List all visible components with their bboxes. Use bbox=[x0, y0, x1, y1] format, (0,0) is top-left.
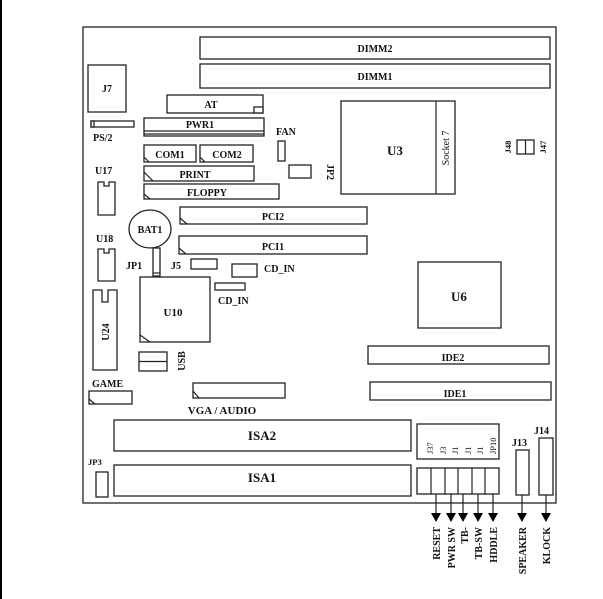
bat1-battery: BAT1 bbox=[128, 209, 172, 249]
isa1-slot: ISA1 bbox=[113, 464, 412, 497]
pci1-label: PCI1 bbox=[262, 242, 284, 253]
cd-in-connector-2 bbox=[214, 282, 246, 291]
com1-connector: COM1 bbox=[143, 144, 197, 163]
vga-audio-connector bbox=[192, 382, 286, 399]
j5-label: J5 bbox=[171, 261, 181, 272]
j14-label: J14 bbox=[534, 426, 549, 437]
at-power-connector: AT bbox=[166, 94, 264, 114]
print-label: PRINT bbox=[179, 170, 210, 181]
signal-tb: TB- bbox=[460, 527, 471, 544]
fan-connector bbox=[277, 140, 286, 162]
com1-label: COM1 bbox=[155, 150, 184, 161]
j14-keylock-header bbox=[538, 437, 554, 496]
arrow-hddle bbox=[488, 513, 498, 522]
front-panel-header-labels: J37 J3 J1 J1 J1 JP10 bbox=[416, 423, 500, 460]
at-label: AT bbox=[204, 100, 217, 111]
pci1-slot: PCI1 bbox=[178, 235, 368, 255]
j13-speaker-header bbox=[515, 449, 530, 496]
pwr1-connector: PWR1 bbox=[143, 117, 265, 137]
u6-label: U6 bbox=[451, 289, 467, 304]
u18-chip bbox=[97, 248, 116, 282]
header-label-j1b: J1 bbox=[463, 446, 473, 454]
isa2-slot: ISA2 bbox=[113, 419, 412, 452]
signal-reset: RESET bbox=[432, 527, 443, 560]
socket7-label: Socket 7 bbox=[441, 131, 452, 166]
jp2-label: JP2 bbox=[324, 164, 335, 180]
u6-chip: U6 bbox=[417, 261, 502, 329]
j47-label: J47 bbox=[538, 140, 548, 154]
front-panel-header bbox=[416, 467, 500, 495]
print-connector: PRINT bbox=[143, 165, 255, 182]
header-label-jp10: JP10 bbox=[488, 437, 498, 454]
u3-cpu-socket: U3 Socket 7 bbox=[340, 100, 456, 195]
arrow-pwr-sw bbox=[446, 513, 456, 522]
u18-label: U18 bbox=[96, 234, 113, 245]
usb-connector: USB bbox=[138, 351, 188, 372]
jp3-label: JP3 bbox=[88, 457, 102, 467]
ide2-label: IDE2 bbox=[442, 353, 465, 364]
signal-pwr-sw: PWR SW bbox=[447, 527, 458, 568]
u17-label: U17 bbox=[95, 166, 112, 177]
header-label-j37: J37 bbox=[425, 442, 435, 454]
dimm2-slot: DIMM2 bbox=[199, 36, 551, 60]
u10-label: U10 bbox=[164, 307, 183, 319]
pwr1-label: PWR1 bbox=[186, 120, 214, 131]
dimm1-label: DIMM1 bbox=[358, 72, 393, 83]
j7-connector: J7 bbox=[87, 64, 127, 113]
vga-audio-label: VGA / AUDIO bbox=[188, 405, 257, 417]
isa1-label: ISA1 bbox=[248, 470, 276, 485]
arrow-speaker bbox=[517, 513, 527, 522]
cd-in-label-2: CD_IN bbox=[218, 296, 249, 307]
signal-arrows bbox=[431, 494, 551, 522]
bat1-label: BAT1 bbox=[138, 225, 163, 236]
dimm1-slot: DIMM1 bbox=[199, 63, 551, 89]
pci2-label: PCI2 bbox=[262, 212, 284, 223]
header-label-j3: J3 bbox=[438, 446, 448, 454]
pci2-slot: PCI2 bbox=[179, 206, 368, 225]
ide2-connector: IDE2 bbox=[367, 345, 550, 365]
signal-tb-sw: TB-SW bbox=[474, 527, 485, 559]
ide1-connector: IDE1 bbox=[369, 381, 552, 401]
com2-connector: COM2 bbox=[199, 144, 254, 163]
signal-hddle: HDDLE bbox=[489, 527, 500, 563]
u24-label: U24 bbox=[101, 323, 112, 340]
jp1-jumper bbox=[152, 247, 161, 277]
fan-label: FAN bbox=[276, 127, 297, 138]
header-label-j1c: J1 bbox=[475, 446, 485, 454]
signal-speaker: SPEAKER bbox=[518, 526, 529, 574]
u3-label: U3 bbox=[387, 143, 403, 158]
game-connector bbox=[88, 390, 133, 405]
dimm2-label: DIMM2 bbox=[358, 44, 393, 55]
u17-chip bbox=[97, 181, 116, 216]
signal-klock: KLOCK bbox=[542, 527, 553, 564]
arrow-klock bbox=[541, 513, 551, 522]
jp1-label: JP1 bbox=[126, 261, 142, 272]
j13-label: J13 bbox=[512, 438, 527, 449]
game-label: GAME bbox=[92, 379, 123, 390]
ps2-label: PS/2 bbox=[93, 133, 112, 144]
j48-label: J48 bbox=[503, 141, 513, 154]
j5-connector bbox=[190, 258, 218, 270]
u10-chip: U10 bbox=[139, 276, 211, 343]
com2-label: COM2 bbox=[212, 150, 241, 161]
arrow-tb bbox=[458, 513, 468, 522]
cd-in-label-1: CD_IN bbox=[264, 264, 295, 275]
ps2-connector: PS/2 bbox=[90, 120, 135, 144]
jp2-jumper bbox=[288, 164, 312, 179]
ide1-label: IDE1 bbox=[444, 389, 467, 400]
cd-in-connector-1 bbox=[231, 263, 258, 278]
arrow-reset bbox=[431, 513, 441, 522]
floppy-connector: FLOPPY bbox=[143, 183, 280, 200]
u24-chip: U24 bbox=[92, 289, 118, 371]
header-label-j1a: J1 bbox=[450, 446, 460, 454]
usb-label: USB bbox=[177, 351, 188, 371]
isa2-label: ISA2 bbox=[248, 428, 276, 443]
arrow-tb-sw bbox=[473, 513, 483, 522]
floppy-label: FLOPPY bbox=[187, 188, 228, 199]
j7-label: J7 bbox=[102, 84, 112, 95]
jp3-jumper bbox=[95, 471, 109, 498]
